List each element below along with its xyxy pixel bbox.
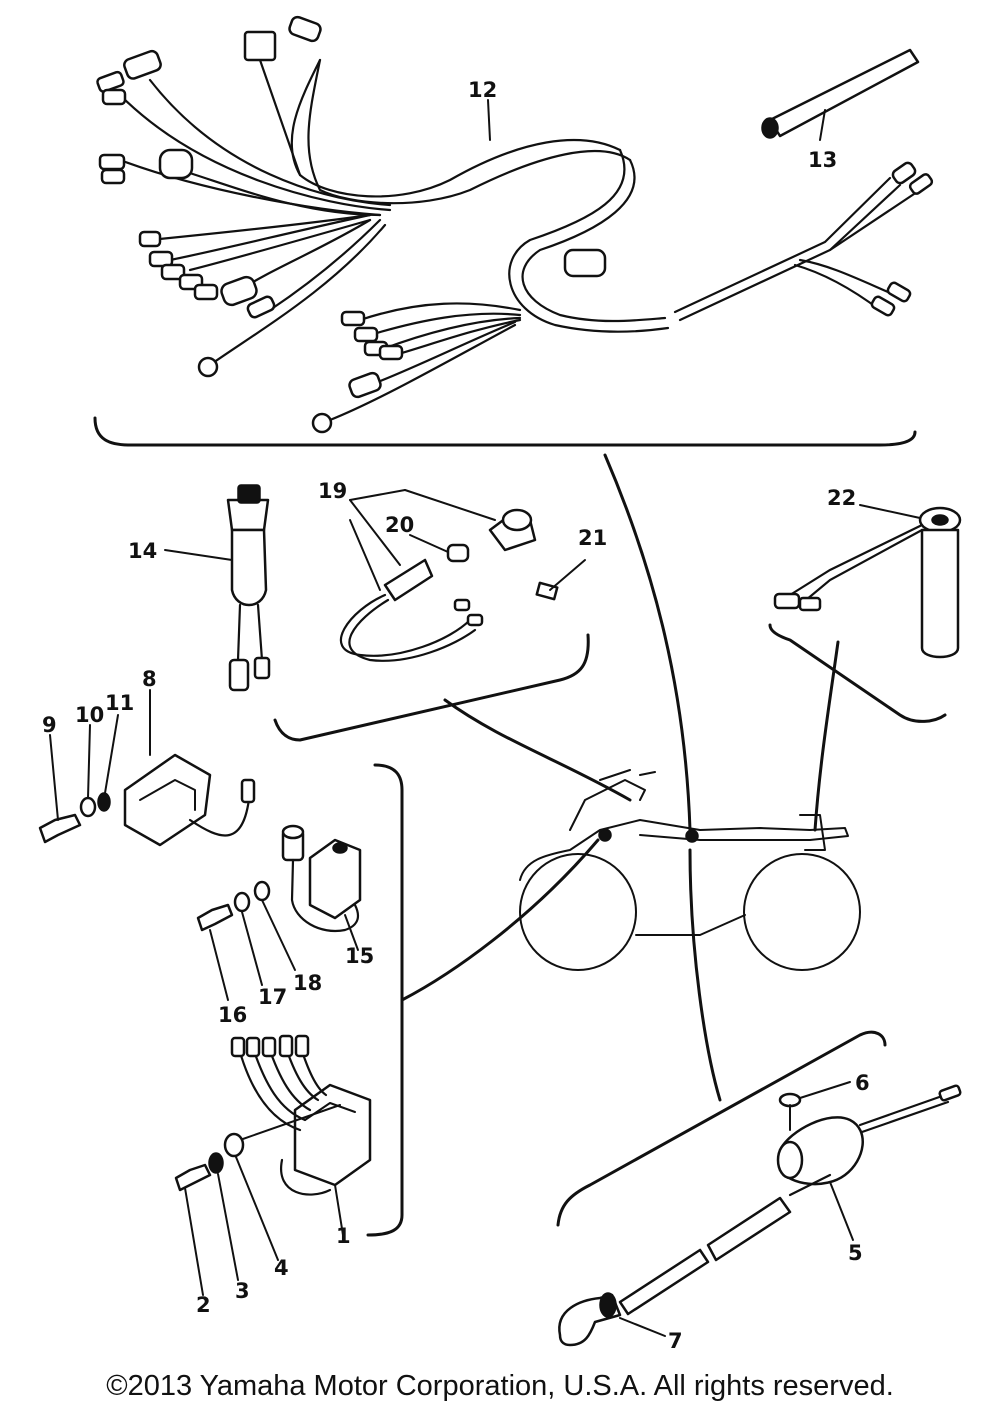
washer-11[interactable] <box>97 714 119 812</box>
callout-20: 20 <box>385 513 414 537</box>
callout-14: 14 <box>128 539 157 563</box>
washer-17[interactable] <box>233 891 263 986</box>
atv-silhouette <box>519 769 861 971</box>
callout-9: 9 <box>42 713 57 737</box>
callout-17: 17 <box>258 985 287 1009</box>
bolt-9[interactable] <box>38 734 82 844</box>
callout-19: 19 <box>318 479 347 503</box>
grip-bracket <box>768 623 947 723</box>
callout-12: 12 <box>468 78 497 102</box>
cdi-unit-1[interactable] <box>230 1034 372 1236</box>
callout-18: 18 <box>293 971 322 995</box>
main-switch-14[interactable] <box>164 484 271 692</box>
washer-4[interactable] <box>223 1132 279 1261</box>
callout-5: 5 <box>848 1241 863 1265</box>
callout-3: 3 <box>235 1279 250 1303</box>
switch-group-bracket <box>273 633 590 742</box>
cable-tie-13[interactable] <box>761 48 920 141</box>
callout-21: 21 <box>578 526 607 550</box>
callout-8: 8 <box>142 667 157 691</box>
callout-2: 2 <box>196 1293 211 1317</box>
washer-18[interactable] <box>253 880 296 971</box>
regulator-8[interactable] <box>123 689 256 847</box>
callout-1: 1 <box>336 1224 351 1248</box>
leader-lines <box>400 453 840 1102</box>
callout-labels: 1 2 3 4 5 6 7 8 9 10 11 12 13 14 15 16 1… <box>42 78 870 1353</box>
choke-cable-7[interactable] <box>558 1173 832 1347</box>
washer-10[interactable] <box>79 724 97 818</box>
callout-16: 16 <box>218 1003 247 1027</box>
callout-6: 6 <box>855 1071 870 1095</box>
screw-6[interactable] <box>778 1081 851 1131</box>
bolt-16[interactable] <box>196 903 234 1001</box>
copyright-notice: ©2013 Yamaha Motor Corporation, U.S.A. A… <box>106 1370 894 1402</box>
harness-group-bracket <box>93 416 917 447</box>
callout-10: 10 <box>75 703 104 727</box>
starter-group-bracket <box>556 1030 887 1227</box>
callout-13: 13 <box>808 148 837 172</box>
switch-group-19-21[interactable] <box>339 489 586 662</box>
callout-15: 15 <box>345 944 374 968</box>
bolt-2[interactable] <box>174 1163 212 1296</box>
ignition-coil-15[interactable] <box>281 824 362 951</box>
callout-22: 22 <box>827 486 856 510</box>
ignition-group-bracket <box>366 763 404 1237</box>
callout-4: 4 <box>274 1256 289 1280</box>
callout-7: 7 <box>668 1329 683 1353</box>
callout-11: 11 <box>105 691 134 715</box>
wire-harness-12[interactable] <box>96 15 934 434</box>
grip-22[interactable] <box>773 504 962 659</box>
starter-lever-5[interactable] <box>776 1084 962 1241</box>
washer-3[interactable] <box>208 1152 239 1281</box>
